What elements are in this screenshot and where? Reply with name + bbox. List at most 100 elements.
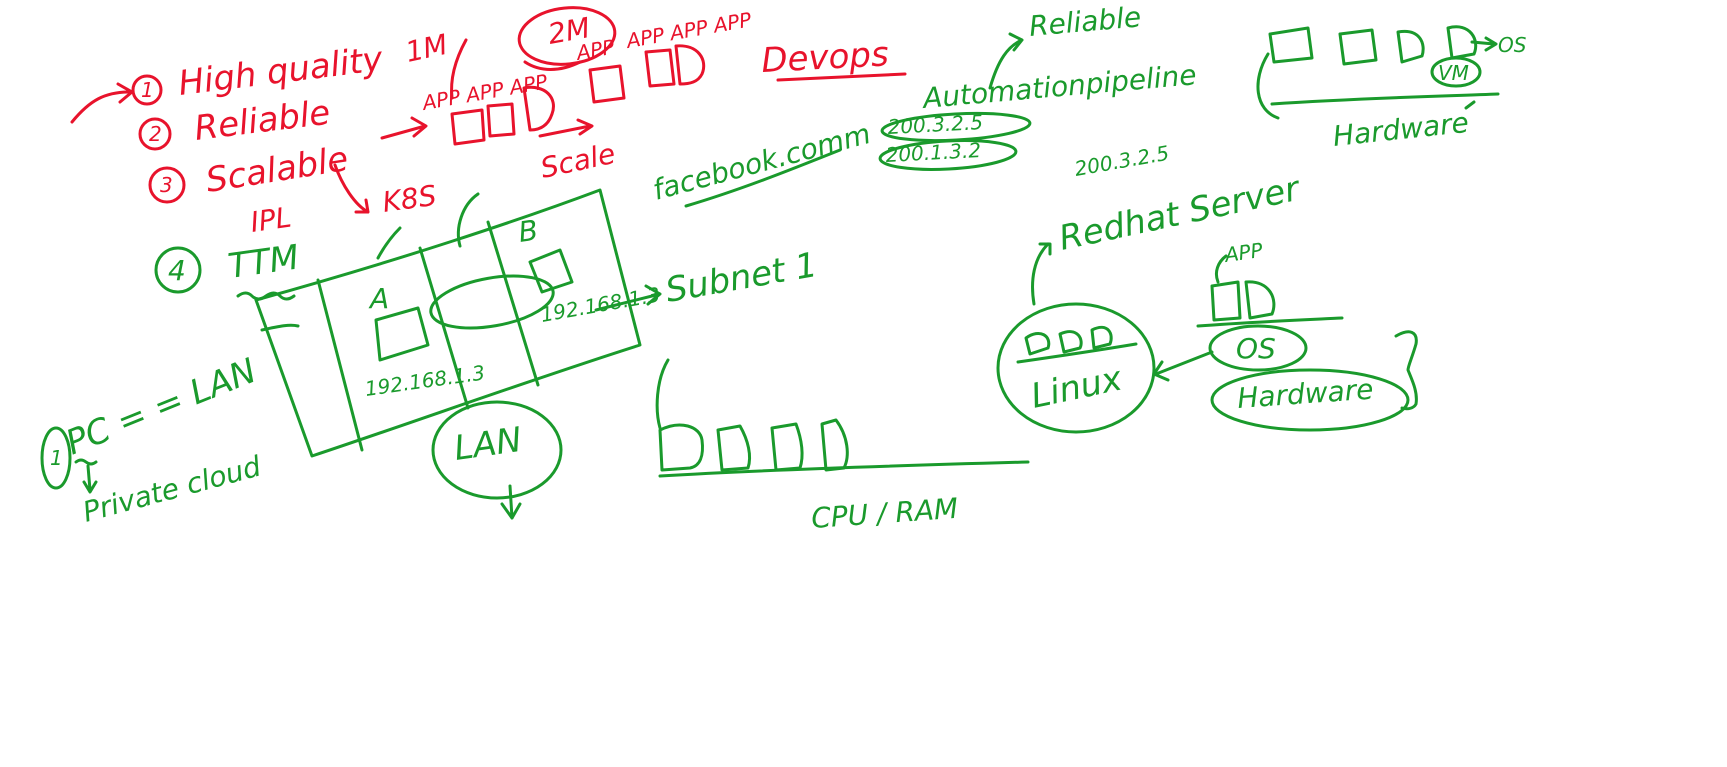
num-circle-1-green [40, 426, 72, 490]
k8s-text: K8S [380, 179, 438, 219]
arrow-to-list [70, 82, 134, 124]
subnet-arrow [594, 284, 662, 312]
subnet-mid-hook [456, 192, 480, 248]
ip2-text: 200.1.3.2 [885, 138, 982, 167]
app-box [1058, 330, 1083, 354]
vpc-left-tick [260, 323, 300, 332]
subnet-b-label: B [516, 214, 540, 249]
server-a-box [374, 306, 430, 362]
two-m-text: 2M [545, 11, 592, 51]
num-2: 2 [149, 122, 162, 146]
os-to-linux-arrow [1152, 350, 1214, 382]
num-circle-4 [154, 246, 202, 294]
two-m-circle [517, 6, 617, 66]
app-boxes-green [658, 418, 849, 472]
app-box [1396, 29, 1425, 64]
pc-down-arrow [82, 464, 98, 494]
vpc-outline [254, 188, 642, 458]
linux-text: Linux [1028, 358, 1127, 416]
app-box [644, 48, 676, 88]
hardware-line [658, 460, 1030, 478]
num-3: 3 [160, 173, 173, 197]
app-row-text: APP APP APP [419, 69, 550, 115]
num-4: 4 [168, 254, 186, 287]
ipl-text: IPL [248, 201, 293, 239]
os-divider [1196, 316, 1344, 328]
app-box [658, 423, 704, 472]
scalable-text: Scalable [203, 139, 351, 201]
subnet-a-hook [376, 226, 402, 260]
lan-down-arrow [500, 484, 522, 520]
server-b-box [528, 248, 574, 294]
hardware-top-text: Hardware [1331, 106, 1470, 153]
app-text: APP [1221, 238, 1265, 267]
hardware-arrow [1464, 100, 1476, 110]
ip2-circle [878, 139, 1018, 171]
scale-text: Scale [538, 137, 619, 185]
hardware-bracket [1256, 52, 1500, 120]
app-box [1338, 28, 1378, 66]
hardware-host-bracket [655, 358, 670, 430]
vm-circle [1430, 56, 1482, 88]
vm-text: VM [1438, 61, 1469, 85]
ttm-text: TTM [226, 237, 302, 286]
high-quality-text: High quality [176, 39, 385, 104]
subnet-a-label: A [368, 282, 389, 315]
private-cloud-text: Private cloud [79, 450, 264, 529]
pc-underline [74, 458, 98, 466]
app-box [1024, 332, 1051, 356]
linux-divider [1016, 342, 1138, 364]
vpc-divider-2 [418, 246, 470, 410]
lan-circle [431, 400, 563, 500]
app-box [588, 64, 626, 104]
num-1: 1 [141, 78, 154, 102]
network-diagram: 4 TTM A 192.168.1.3 B 192.168.1.3 Subnet… [40, 188, 821, 529]
hardware2-text: Hardware [1236, 373, 1374, 415]
os2-circle [1208, 324, 1308, 372]
automation-text: Automationpipeline [920, 58, 1198, 115]
app-box [1244, 280, 1276, 320]
arrow-to-apps [380, 116, 428, 140]
redhat-arrow [1031, 242, 1052, 306]
vpc-divider-1 [316, 278, 364, 452]
scale-arrow [538, 118, 594, 138]
os-arrow [1470, 36, 1498, 52]
app-boxes-red [450, 44, 706, 146]
one-m-arrow [450, 38, 468, 100]
devops-underline [776, 72, 907, 82]
app-box [716, 424, 752, 472]
app-box [450, 108, 486, 146]
linux-circle [996, 302, 1156, 434]
app-box [820, 418, 849, 472]
reliable-text: Reliable [192, 93, 332, 149]
app-box [674, 44, 706, 86]
reliable-arrow [988, 32, 1024, 90]
cpu-ram-text: CPU / RAM [810, 492, 959, 535]
two-m-arrow [523, 60, 582, 71]
top-app-boxes [1268, 25, 1478, 66]
num-1-green: 1 [50, 446, 63, 470]
num-circle-3 [148, 166, 186, 204]
app-box [770, 422, 804, 472]
facebook-underline [684, 148, 842, 208]
app-box [486, 102, 516, 138]
linux-app-boxes [1024, 325, 1113, 356]
app-box [1210, 280, 1242, 322]
arrow-to-k8s [333, 163, 370, 214]
ip3-text: 200.3.2.5 [1073, 141, 1171, 181]
facebook-text: facebook.comm [649, 117, 874, 207]
subnet-text: Subnet 1 [663, 245, 821, 311]
os-text: OS [1498, 33, 1527, 57]
red-notes: 1 High quality 2 Reliable 3 Scalable 1M … [70, 6, 907, 239]
one-m-text: 1M [403, 28, 451, 69]
route-ellipse [429, 274, 555, 330]
reliable-green-text: Reliable [1028, 0, 1143, 43]
app-up-arrow [1214, 254, 1228, 284]
app-box [1446, 25, 1478, 60]
num-circle-2 [138, 117, 172, 151]
app-box [522, 85, 555, 132]
stack-brace [1394, 330, 1418, 411]
app-box [1090, 325, 1113, 350]
ip-a-text: 192.168.1.3 [363, 360, 486, 401]
